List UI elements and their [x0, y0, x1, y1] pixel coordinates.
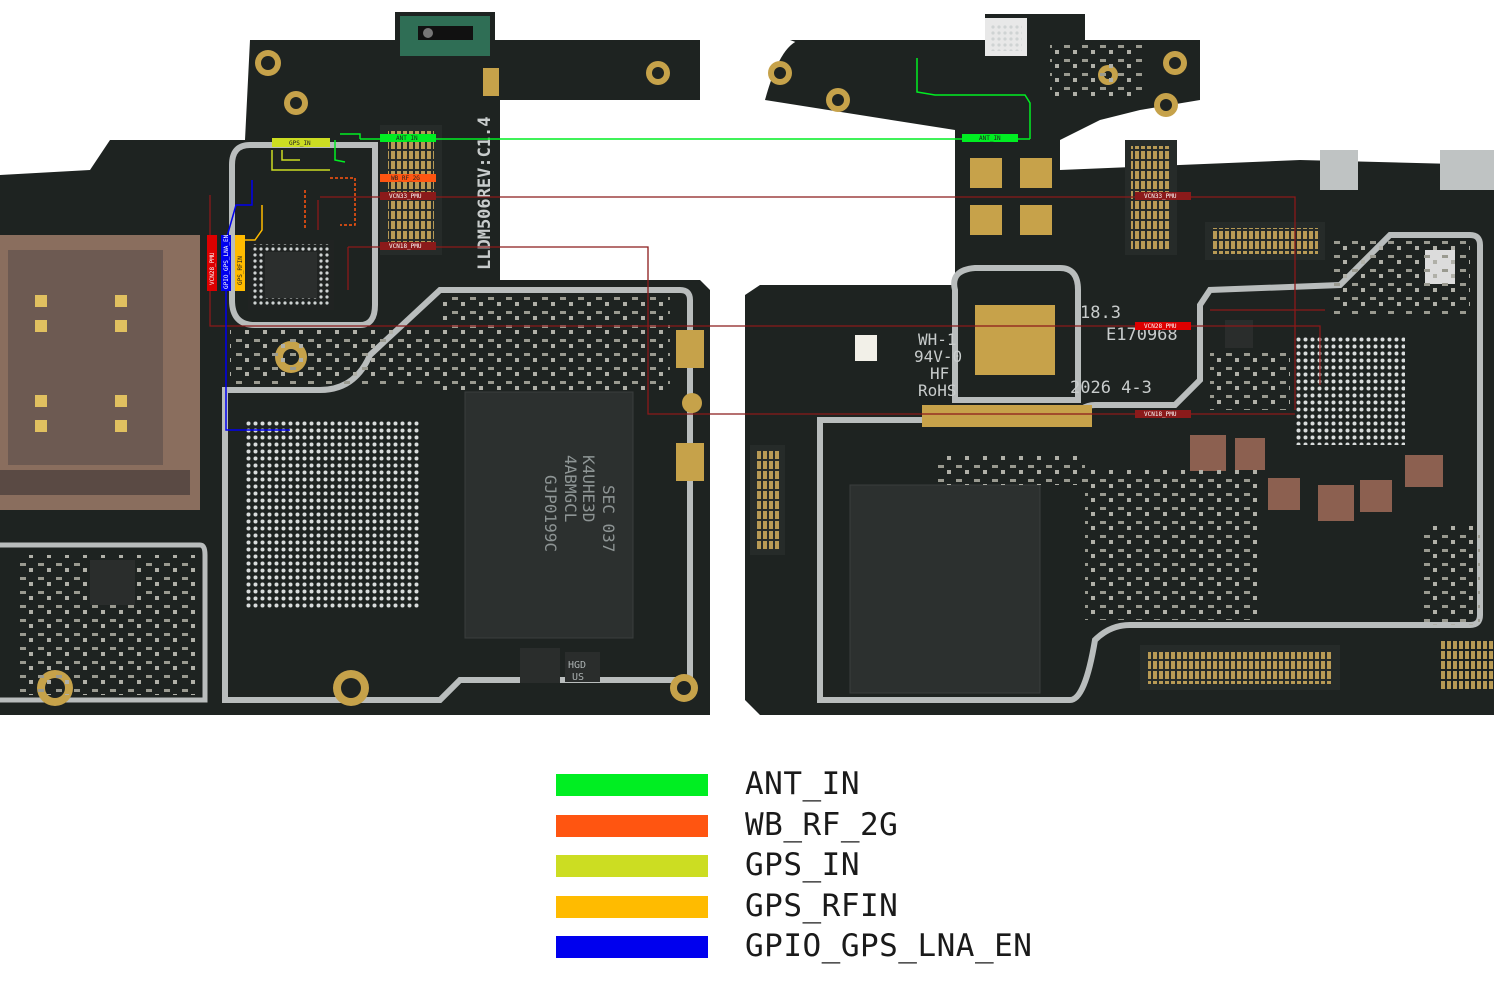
tag-gps-in: GPS_IN — [289, 140, 311, 147]
tag-vcn28-left: VCN28_PMU — [209, 252, 216, 285]
left-board: K4UHE3D 4ABMGCL SEC 037 GJP0199C LLDM506… — [0, 12, 710, 715]
legend-swatch — [556, 814, 708, 837]
chip-marking-3: SEC 037 — [599, 485, 618, 552]
legend-item: ANT_IN — [556, 766, 1116, 811]
chip-marking-2: 4ABMGCL — [561, 455, 580, 522]
tag-vcn33-right: VCN33_PMU — [1144, 193, 1177, 200]
net-tags: GPS_IN ANT_IN ANT_IN WB_RF_2G VCN33_PMU … — [207, 134, 1191, 418]
legend-item: GPS_RFIN — [556, 888, 1116, 933]
tag-gps-rfin: GPS_RFIN — [237, 256, 244, 285]
trace-ant-in — [334, 58, 1031, 163]
label-hgd: HGD — [568, 660, 586, 671]
tag-vcn18-right: VCN18_PMU — [1144, 411, 1177, 418]
legend: ANT_IN WB_RF_2G GPS_IN GPS_RFIN GPIO_GPS_LNA… — [556, 766, 1116, 973]
right-board: WH-1 94V-0 HF RoHS 18.3 E170968 2026 4-3 — [745, 14, 1494, 715]
trace-gps-rfin — [238, 205, 263, 241]
label-hf: HF — [930, 364, 949, 383]
legend-swatch — [556, 895, 708, 918]
tag-vcn18-left: VCN18_PMU — [389, 243, 422, 250]
tag-vcn28-right: VCN28_PMU — [1144, 323, 1177, 330]
tag-wb-rf-2g: WB_RF_2G — [391, 175, 420, 182]
board-revision: LLDM506REV:C1.4 — [475, 116, 495, 270]
pcb-diagram: K4UHE3D 4ABMGCL SEC 037 GJP0199C LLDM506… — [0, 12, 1494, 715]
legend-label: WB_RF_2G — [745, 806, 899, 843]
legend-item: GPIO_GPS_LNA_EN — [556, 928, 1116, 973]
legend-label: GPIO_GPS_LNA_EN — [745, 928, 1033, 964]
trace-gps-in — [271, 150, 330, 171]
legend-item: GPS_IN — [556, 847, 1116, 892]
label-rating: 94V-0 — [914, 347, 962, 366]
tag-ant-in-right: ANT_IN — [979, 135, 1001, 142]
tag-vcn33-left: VCN33_PMU — [389, 193, 422, 200]
label-us: US — [572, 672, 584, 683]
label-date: 2026 4-3 — [1070, 378, 1152, 398]
legend-swatch — [556, 936, 708, 958]
chip-marking-1: K4UHE3D — [579, 455, 598, 522]
legend-item: WB_RF_2G — [556, 807, 1116, 852]
label-rohs: RoHS — [918, 381, 957, 400]
legend-label: ANT_IN — [745, 766, 860, 802]
legend-swatch — [556, 855, 708, 877]
legend-swatch — [556, 774, 708, 796]
tag-ant-in-left: ANT_IN — [396, 135, 418, 142]
trace-wb-rf-2g — [304, 177, 356, 230]
label-wh1: WH-1 — [918, 330, 957, 349]
tag-gpio-lna: GPIO_GPS_LNA_EN — [223, 234, 230, 289]
chip-marking-4: GJP0199C — [541, 475, 560, 552]
legend-label: GPS_IN — [745, 847, 860, 883]
legend-label: GPS_RFIN — [745, 887, 899, 924]
trace-gpio-lna — [225, 180, 290, 431]
label-183: 18.3 — [1080, 303, 1121, 323]
